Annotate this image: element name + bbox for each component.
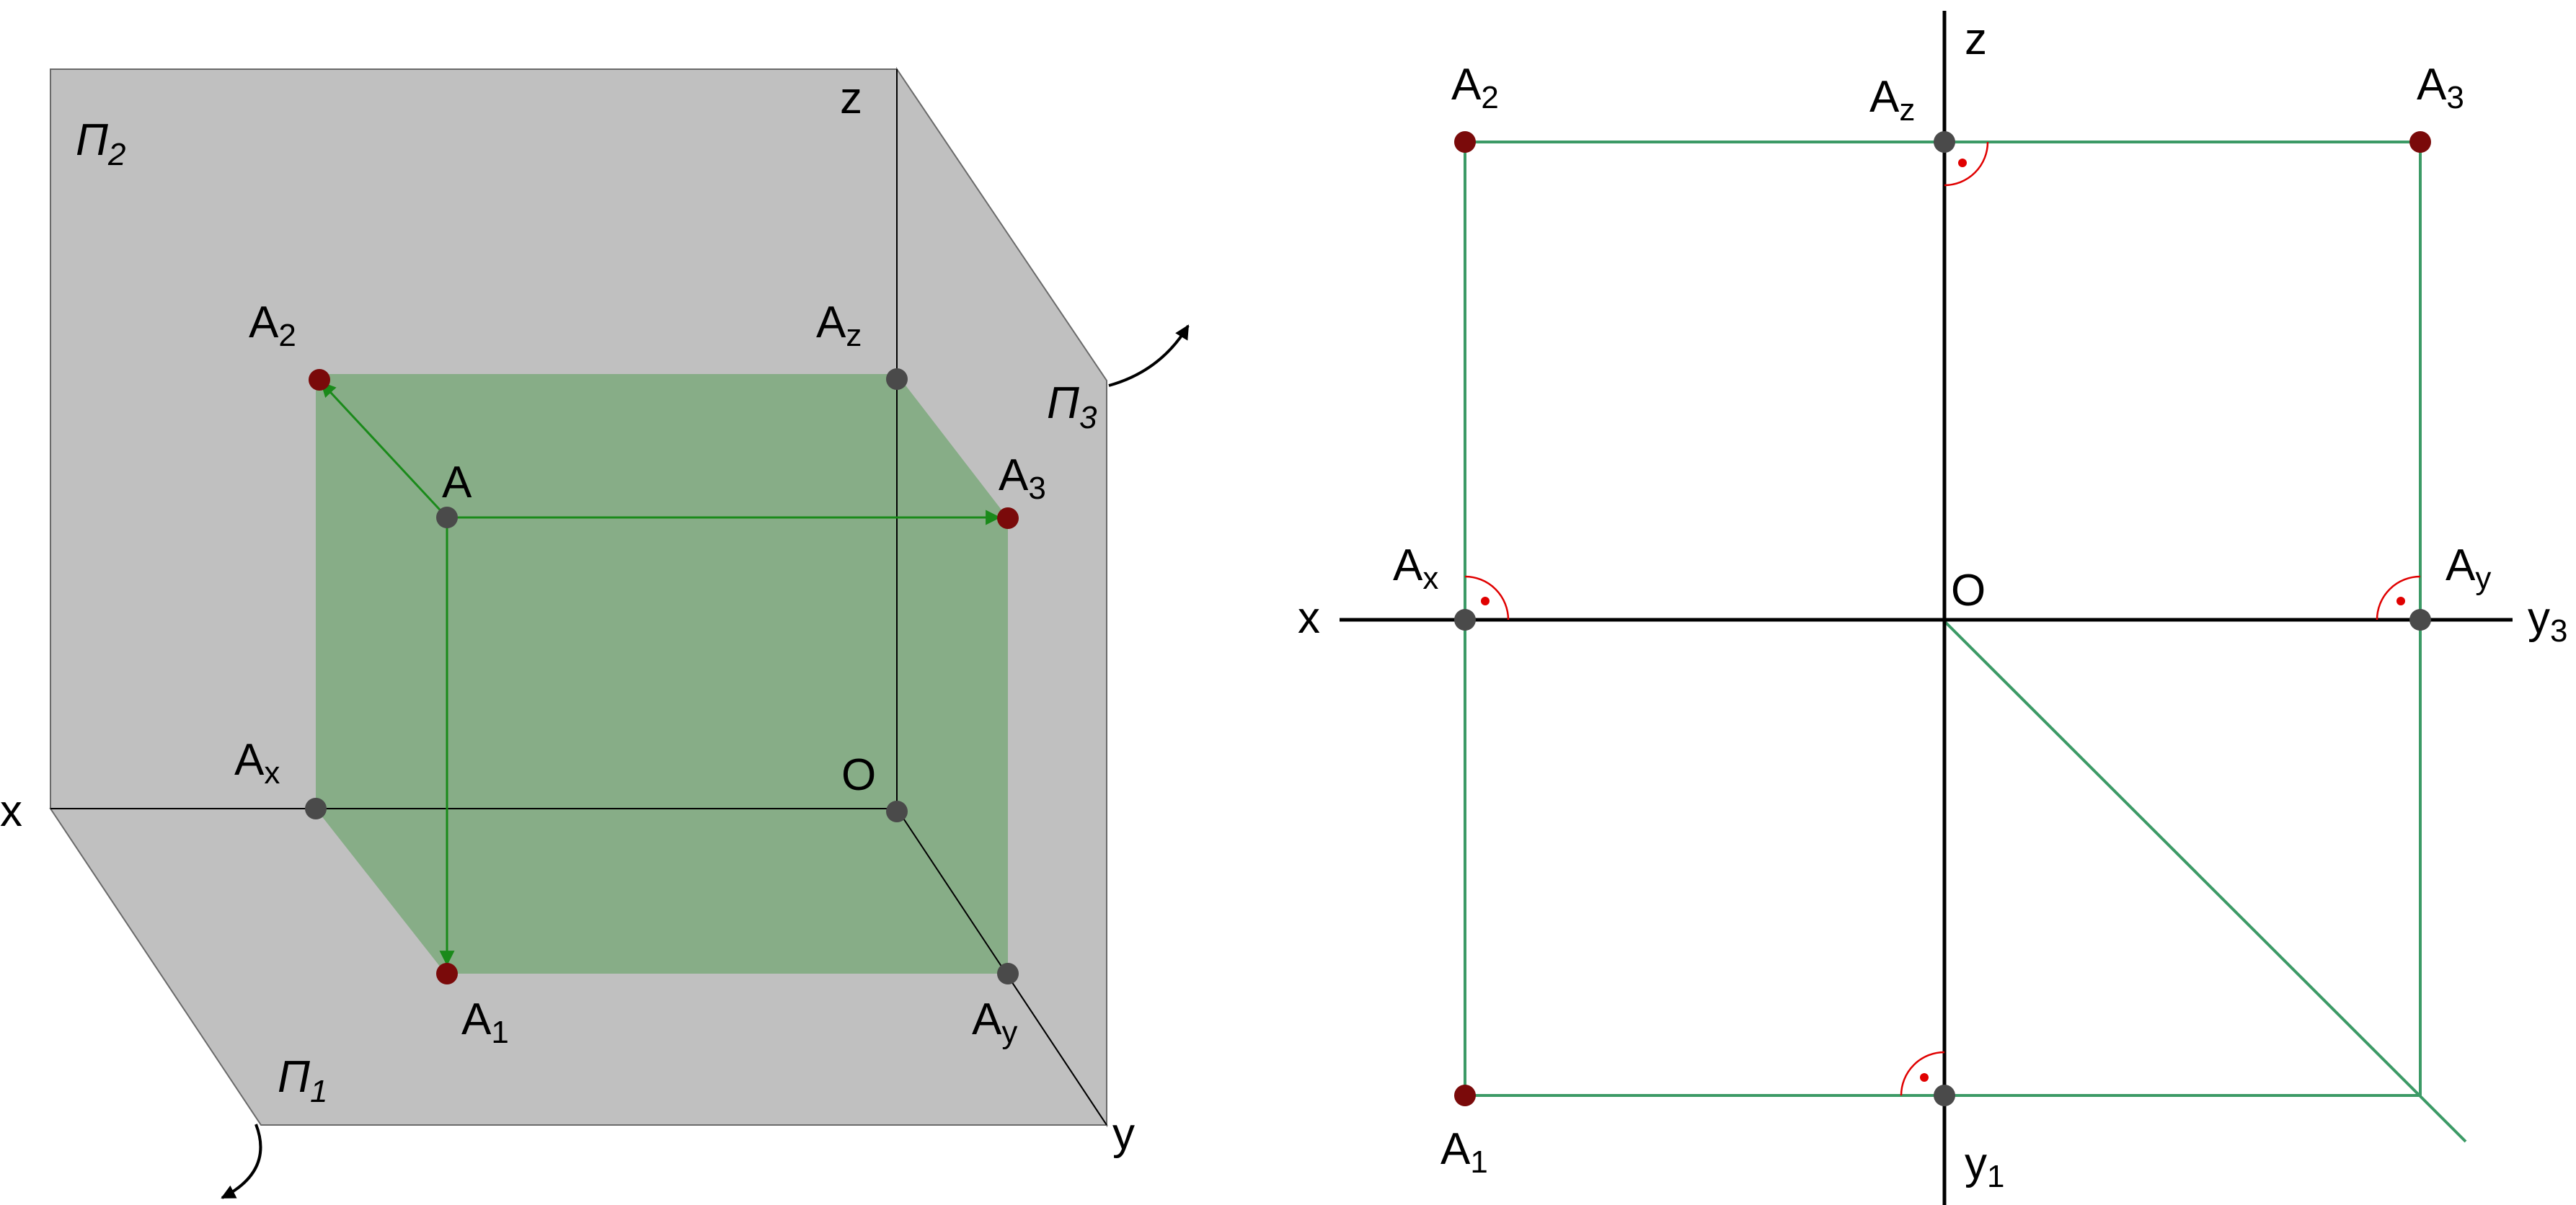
plane-p2-label: П2 (76, 115, 125, 172)
epure-point-a2-label: A2 (1451, 60, 1499, 115)
epure-point-az-label: Az (1869, 72, 1915, 128)
point-ay (997, 963, 1019, 984)
right-angle-icon (1464, 575, 1510, 621)
point-a2 (309, 369, 330, 391)
point-a1 (436, 963, 458, 984)
epure-point-az (1934, 131, 1955, 153)
point-ax-label: Ax (234, 735, 280, 791)
point-ay-label: Ay (972, 995, 1017, 1050)
projector-box-side (897, 374, 1008, 974)
epure-point-ax (1454, 609, 1476, 631)
point-a1-label: A1 (461, 995, 509, 1050)
right-angle-icon (2376, 575, 2421, 621)
epure-origin-label: O (1951, 566, 1986, 615)
isometric-figure: П2 П3 П1 x z y O A2 Az A A3 Ax A1 Ay (0, 66, 1190, 1199)
epure-point-ay-label: Ay (2446, 541, 2491, 596)
epure-point-a3 (2409, 131, 2431, 153)
epure-point-ax-label: Ax (1393, 541, 1438, 596)
plane-p3-label: П3 (1047, 378, 1097, 435)
epure-axis-y1-label: y1 (1965, 1139, 2004, 1194)
point-ax (305, 798, 327, 819)
point-a3 (997, 507, 1019, 529)
point-a-label: A (442, 458, 472, 507)
axis-z-label: z (840, 74, 862, 123)
point-az-label: Az (816, 298, 862, 353)
rotation-arrow-icon (1108, 324, 1190, 387)
epure-figure: x z O y3 y1 A2 Az A3 Ax Ay A1 (1298, 11, 2567, 1205)
right-angle-icon (1944, 141, 1989, 187)
projector-box-front (316, 374, 897, 809)
epure-point-a2 (1454, 131, 1476, 153)
epure-point-y1 (1934, 1085, 1955, 1106)
right-angle-icon (1900, 1051, 1945, 1096)
epure-axis-x-label: x (1298, 593, 1320, 643)
plane-p1-label: П1 (278, 1052, 327, 1109)
origin-label: O (841, 750, 876, 800)
point-a3-label: A3 (999, 450, 1046, 506)
point-origin (886, 801, 908, 822)
point-a2-label: A2 (249, 298, 296, 353)
epure-axis-z-label: z (1965, 14, 1987, 64)
epure-point-a3-label: A3 (2417, 60, 2464, 115)
epure-point-a1 (1454, 1085, 1476, 1106)
epure-axis-y3-label: y3 (2528, 593, 2567, 649)
point-az (886, 368, 908, 390)
rotation-arrow-icon (221, 1124, 262, 1199)
projector-a-to-a2 (320, 381, 448, 519)
epure-point-ay (2409, 609, 2431, 631)
point-a (436, 507, 458, 528)
axis-x-label: x (0, 786, 22, 836)
projector-box-bottom (316, 809, 1008, 974)
epure-point-a1-label: A1 (1440, 1124, 1488, 1180)
epure-diagonal (1943, 620, 2467, 1143)
axis-y-label: y (1112, 1109, 1135, 1159)
